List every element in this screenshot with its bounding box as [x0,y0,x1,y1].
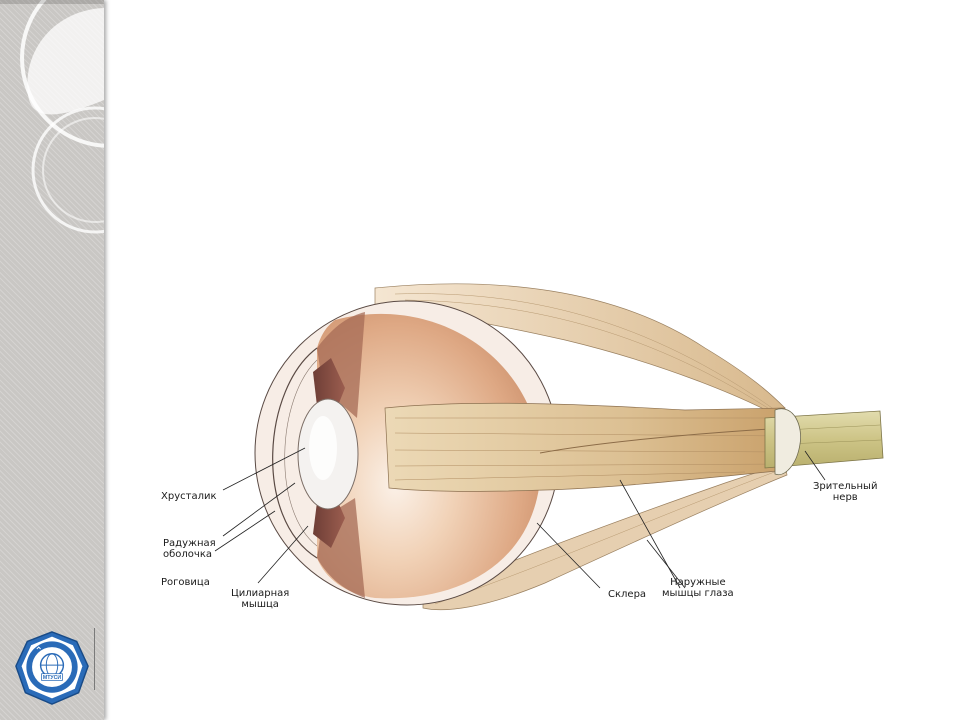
eye-diagram-illustration [214,283,884,611]
cornea-outline [272,347,318,559]
label-cornea: Роговица [161,577,210,588]
sidebar-circle-decoration [0,0,104,234]
label-sclera: Склера [608,589,647,600]
lower-external-muscle [422,462,788,611]
label-lens: Хрусталик [161,491,217,502]
leader-lines [214,447,826,589]
logo-divider [94,628,95,690]
university-logo: МТУСИ [15,631,89,705]
tendinous-ring [774,408,802,476]
inner-muscle-bundle [384,402,788,492]
label-optic-nerve: Зрительный нерв [813,481,878,503]
eye-anatomy-figure: Хрусталик Радужная оболочка Роговица Цил… [145,268,900,693]
label-external-muscles: Наружные мышцы глаза [662,577,734,599]
decorative-sidebar: МТУСИ [0,0,104,720]
label-ciliary-muscle: Цилиарная мышца [231,588,290,610]
label-iris: Радужная оболочка [163,538,216,560]
logo-center-text: МТУСИ [43,675,62,681]
